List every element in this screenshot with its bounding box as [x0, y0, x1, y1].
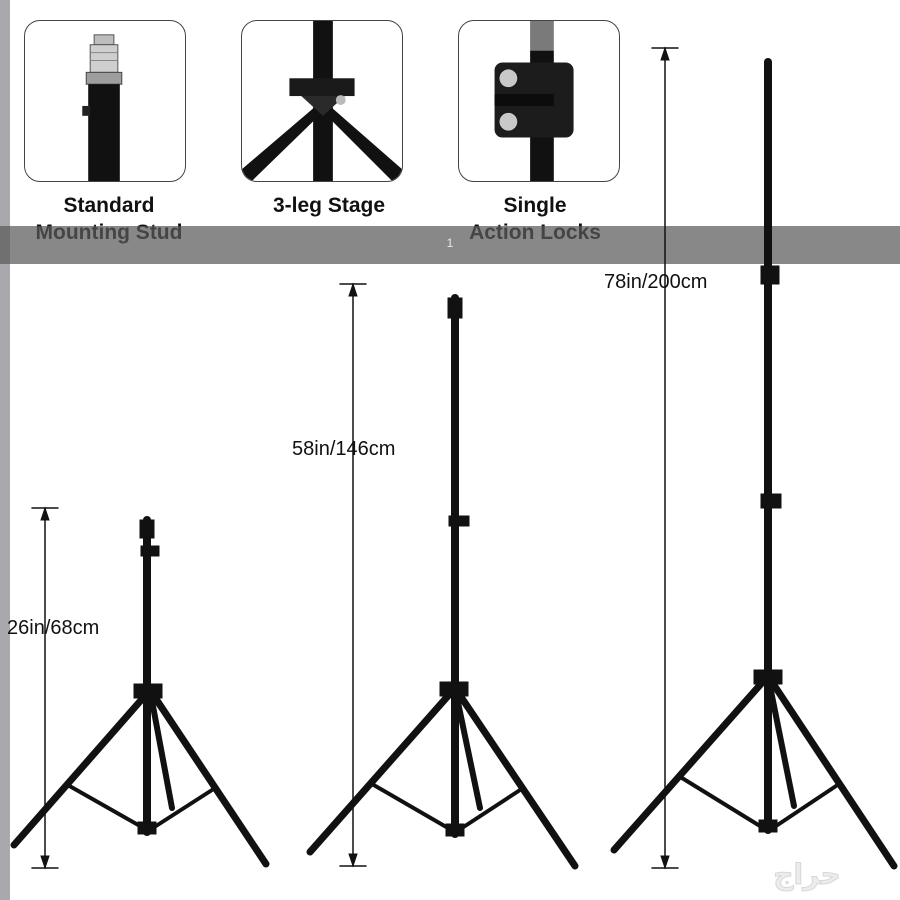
detail-box-action-locks	[458, 20, 620, 182]
caption-line: Standard	[63, 194, 155, 217]
light-stand-tall	[610, 58, 898, 870]
caption-line: Single	[503, 194, 567, 217]
left-edge-bar	[0, 0, 10, 900]
mounting-stud-icon	[82, 34, 123, 181]
light-stand-short	[10, 516, 270, 868]
watermark-logo: حراج	[773, 858, 841, 892]
light-stand-medium	[306, 294, 579, 870]
height-label-tall: 78in/200cm	[604, 271, 708, 293]
detail-box-mounting-stud	[24, 20, 186, 182]
svg-text:حراج: حراج	[773, 858, 840, 892]
height-label-short: 26in/68cm	[7, 617, 100, 639]
detail-box-leg-stage	[241, 20, 403, 182]
image-overlay-banner	[0, 226, 900, 264]
page-indicator: 1	[446, 236, 454, 250]
height-label-medium: 58in/146cm	[292, 438, 396, 460]
caption-line: 3-leg Stage	[272, 194, 386, 217]
leg-bracket-icon	[242, 21, 402, 181]
action-lock-icon	[494, 21, 574, 181]
caption-leg-stage: 3-leg Stage	[219, 192, 439, 219]
